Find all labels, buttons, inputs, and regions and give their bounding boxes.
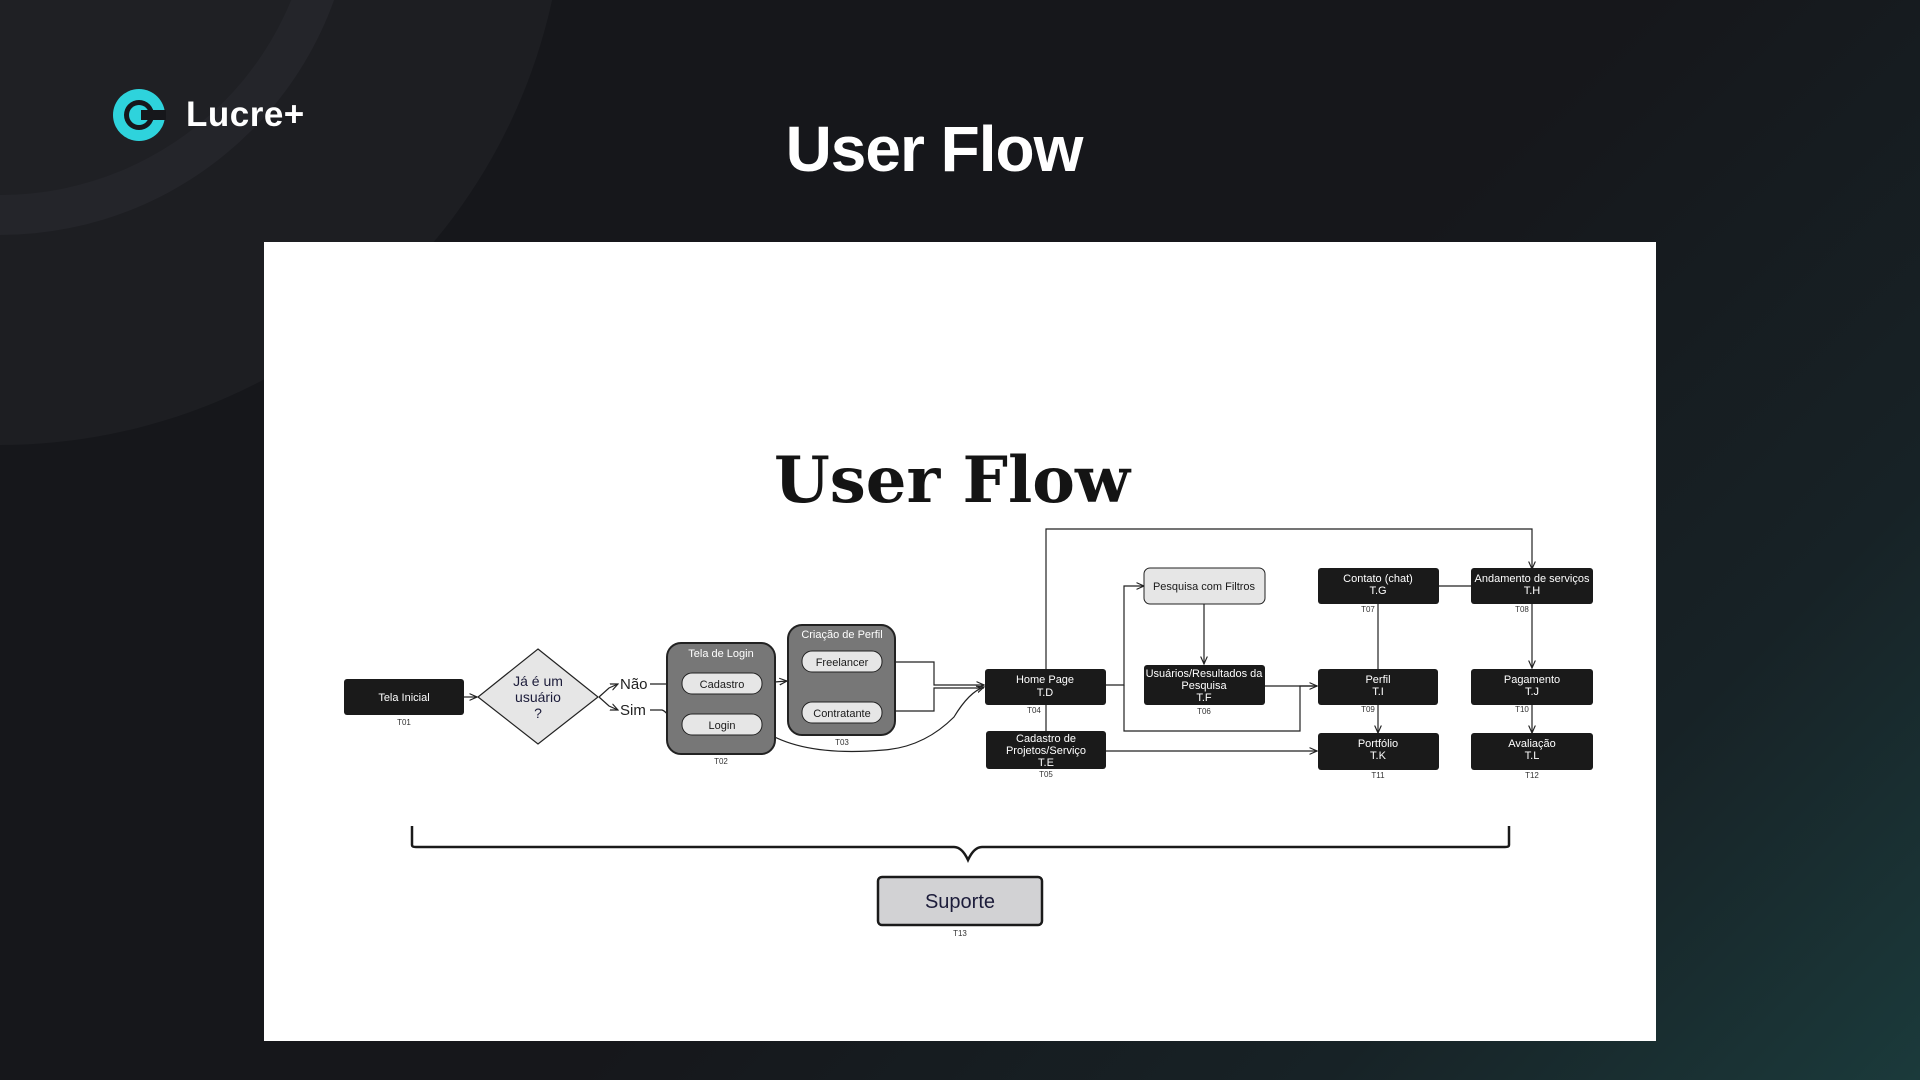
decision-ja-e-usuario: Já é um usuário ? — [477, 648, 599, 745]
node-payment-label: Pagamento — [1504, 674, 1560, 686]
node-results-line-1: Usuários/Resultados da — [1146, 668, 1264, 680]
login-option-cadastro: Cadastro — [700, 679, 745, 691]
node-results-line-2: Pesquisa — [1181, 680, 1227, 692]
page-title: User Flow — [785, 113, 1084, 185]
node-profile-label: Perfil — [1365, 674, 1390, 686]
profile-option-contratante: Contratante — [813, 708, 870, 720]
brand-logo: Lucre+ — [112, 88, 305, 142]
node-tela-inicial-code: T01 — [397, 718, 411, 727]
flow-edges — [464, 528, 1532, 751]
group-profile-title: Criação de Perfil — [801, 629, 882, 641]
node-portfolio-label: Portfólio — [1358, 738, 1398, 750]
node-cadastro-projetos: Cadastro de Projetos/Serviço T.E T05 — [986, 731, 1106, 779]
user-flow-diagram-card: User Flow — [264, 242, 1656, 1041]
node-progress-label: Andamento de serviços — [1475, 573, 1590, 585]
node-projects-line-2: Projetos/Serviço — [1006, 745, 1086, 757]
node-support-code: T13 — [953, 929, 967, 938]
group-login-code: T02 — [714, 757, 728, 766]
node-resultados-pesquisa: Usuários/Resultados da Pesquisa T.F T06 — [1144, 665, 1265, 716]
group-profile-code: T03 — [835, 738, 849, 747]
node-payment-id: T.J — [1525, 686, 1539, 698]
node-results-code: T06 — [1197, 707, 1211, 716]
node-home-id: T.D — [1037, 687, 1054, 699]
node-profile-code: T09 — [1361, 705, 1375, 714]
group-criacao-de-perfil: Criação de Perfil Freelancer Contratante… — [787, 624, 896, 747]
node-profile-id: T.I — [1372, 686, 1384, 698]
decision-no-label: Não — [620, 676, 648, 693]
node-chat-label: Contato (chat) — [1343, 573, 1413, 585]
node-tela-inicial: Tela Inicial T01 — [344, 679, 464, 727]
node-support-label: Suporte — [925, 891, 995, 913]
node-results-id: T.F — [1196, 692, 1212, 704]
node-portfolio-code: T11 — [1371, 771, 1385, 780]
node-home-page: Home Page T.D T04 — [985, 669, 1106, 715]
node-avaliacao: Avaliação T.L T12 — [1471, 733, 1593, 780]
brand-name: Lucre+ — [186, 95, 305, 134]
node-home-label: Home Page — [1016, 674, 1074, 686]
node-chat-code: T07 — [1361, 605, 1375, 614]
node-chat-id: T.G — [1369, 585, 1386, 597]
decision-line-1: Já é um — [513, 673, 563, 689]
diagram-title: User Flow — [774, 443, 1132, 518]
node-contato-chat: Contato (chat) T.G T07 — [1318, 568, 1439, 614]
decision-yes-label: Sim — [620, 702, 646, 719]
node-projects-id: T.E — [1038, 757, 1054, 769]
node-rating-code: T12 — [1525, 771, 1539, 780]
decision-line-2: usuário — [515, 689, 561, 705]
node-portfolio: Portfólio T.K T11 — [1318, 733, 1439, 780]
node-pagamento: Pagamento T.J T10 — [1471, 669, 1593, 714]
node-perfil: Perfil T.I T09 — [1318, 669, 1438, 714]
node-tela-inicial-label: Tela Inicial — [378, 692, 429, 704]
profile-option-freelancer: Freelancer — [816, 657, 869, 669]
node-pesquisa-filtros: Pesquisa com Filtros — [1143, 567, 1266, 605]
node-rating-label: Avaliação — [1508, 738, 1556, 750]
node-suporte: Suporte T13 — [876, 875, 1044, 938]
node-progress-code: T08 — [1515, 605, 1529, 614]
node-andamento-servicos: Andamento de serviços T.H T08 — [1471, 568, 1593, 614]
decision-line-3: ? — [534, 705, 542, 721]
group-tela-de-login: Tela de Login Cadastro Login T02 — [666, 642, 776, 766]
support-brace — [410, 826, 1511, 863]
group-login-title: Tela de Login — [688, 648, 753, 660]
node-projects-line-1: Cadastro de — [1016, 733, 1076, 745]
lucre-logo-icon — [113, 89, 166, 141]
node-home-code: T04 — [1027, 706, 1041, 715]
user-flow-diagram: User Flow — [344, 443, 1593, 938]
node-portfolio-id: T.K — [1370, 750, 1387, 762]
node-progress-id: T.H — [1524, 585, 1541, 597]
node-projects-code: T05 — [1039, 770, 1053, 779]
login-option-login: Login — [709, 720, 736, 732]
node-search-label: Pesquisa com Filtros — [1153, 581, 1256, 593]
node-payment-code: T10 — [1515, 705, 1529, 714]
node-rating-id: T.L — [1525, 750, 1540, 762]
